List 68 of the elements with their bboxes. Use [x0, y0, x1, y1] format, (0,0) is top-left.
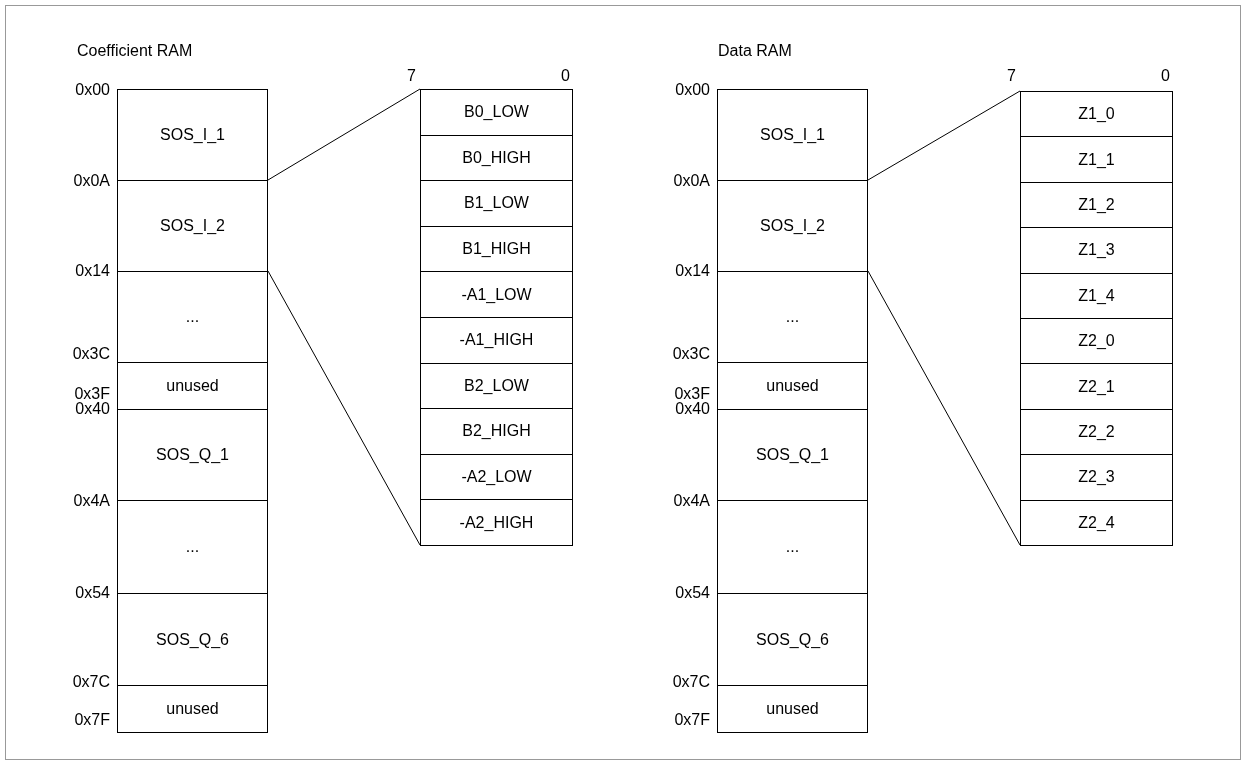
register-box	[1020, 91, 1173, 546]
address-label: 0x3F	[74, 385, 110, 402]
address-label: 0x14	[75, 262, 110, 280]
byte-cell: -A1_HIGH	[421, 318, 572, 364]
bit-number: 7	[407, 67, 416, 85]
address-label: 0x54	[75, 584, 110, 602]
memory-block: unused	[117, 362, 268, 410]
byte-cell: Z2_0	[1021, 319, 1172, 365]
byte-cell: Z1_2	[1021, 182, 1172, 229]
address-label: 0x00	[675, 81, 710, 99]
memory-block: SOS_Q_6	[117, 593, 268, 686]
byte-cell: Z2_3	[1021, 455, 1172, 501]
byte-cell: Z2_1	[1021, 364, 1172, 410]
address-label: 0x54	[675, 584, 710, 602]
address-label: 0x4A	[73, 492, 110, 510]
byte-cell: Z1_1	[1021, 137, 1172, 183]
memory-block: SOS_Q_6	[717, 593, 868, 686]
memory-block: ...	[717, 271, 868, 363]
expansion-line	[867, 90, 1021, 181]
address-label: 0x7C	[72, 673, 110, 691]
memory-block: SOS_I_2	[717, 180, 868, 272]
memory-title: Coefficient RAM	[77, 42, 193, 60]
bit-number: 7	[1007, 67, 1016, 85]
byte-cell: B0_HIGH	[421, 135, 572, 182]
byte-cell: Z1_3	[1021, 228, 1172, 274]
memory-block: SOS_Q_1	[717, 409, 868, 501]
byte-cell: -A1_LOW	[421, 272, 572, 318]
memory-block: unused	[117, 685, 268, 733]
address-label: 0x0A	[73, 172, 110, 190]
memory-block: unused	[717, 685, 868, 733]
byte-cell: Z2_2	[1021, 409, 1172, 456]
byte-cell: Z1_4	[1021, 273, 1172, 319]
register-box	[420, 89, 573, 546]
address-label: 0x4A	[673, 492, 710, 510]
memory-block: SOS_Q_1	[117, 409, 268, 501]
memory-block: ...	[117, 271, 268, 363]
address-label: 0x7F	[674, 711, 710, 729]
memory-title: Data RAM	[718, 42, 792, 60]
address-label: 0x40	[675, 400, 710, 418]
memory-block: SOS_I_2	[117, 180, 268, 272]
address-label: 0x0A	[673, 172, 710, 190]
expansion-line	[267, 270, 421, 546]
byte-cell: -A2_LOW	[421, 454, 572, 501]
bit-number: 0	[1161, 67, 1170, 85]
address-label: 0x14	[675, 262, 710, 280]
byte-cell: B0_LOW	[421, 90, 572, 136]
memory-block: unused	[717, 362, 868, 410]
byte-cell: B1_LOW	[421, 181, 572, 227]
expansion-line	[267, 88, 421, 181]
byte-cell: B2_HIGH	[421, 409, 572, 455]
address-label: 0x40	[75, 400, 110, 418]
expansion-line	[867, 270, 1021, 546]
byte-cell: Z2_4	[1021, 500, 1172, 546]
memory-block: SOS_I_1	[117, 89, 268, 181]
byte-cell: -A2_HIGH	[421, 500, 572, 546]
address-label: 0x00	[75, 81, 110, 99]
memory-block: SOS_I_1	[717, 89, 868, 181]
address-label: 0x3C	[672, 345, 710, 363]
byte-cell: Z1_0	[1021, 92, 1172, 138]
address-label: 0x7F	[74, 711, 110, 729]
memory-block: ...	[717, 500, 868, 594]
bit-number: 0	[561, 67, 570, 85]
address-label: 0x7C	[672, 673, 710, 691]
byte-cell: B1_HIGH	[421, 226, 572, 273]
memory-block: ...	[117, 500, 268, 594]
byte-cell: B2_LOW	[421, 363, 572, 410]
address-label: 0x3C	[72, 345, 110, 363]
address-label: 0x3F	[674, 385, 710, 402]
